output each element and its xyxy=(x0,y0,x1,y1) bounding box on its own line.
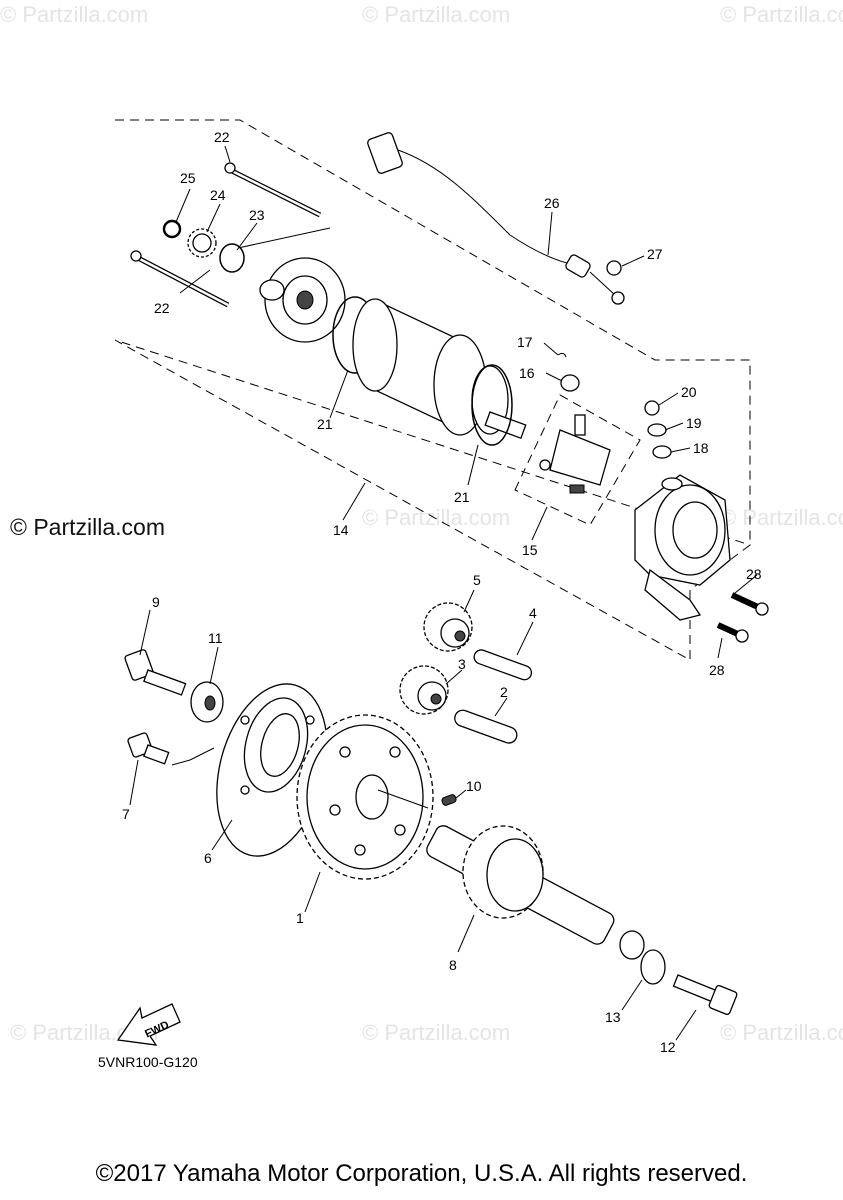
starter-wheel-gear xyxy=(296,714,434,880)
idler-shaft-lower xyxy=(454,709,518,744)
callout-28-lower: 28 xyxy=(709,662,725,678)
circlip xyxy=(162,219,182,239)
idler-gear-lower xyxy=(399,665,449,715)
flat-washer-11 xyxy=(190,681,224,723)
callout-22-lower: 22 xyxy=(154,300,170,316)
starter-lead-wire xyxy=(367,132,625,305)
o-ring-yoke-rear xyxy=(471,364,513,446)
callout-24: 24 xyxy=(210,187,226,203)
callout-21-left: 21 xyxy=(317,416,333,432)
callout-21-right: 21 xyxy=(454,489,470,505)
watermark-bottom-right: © Partzilla.com xyxy=(720,1020,843,1045)
callout-4: 4 xyxy=(529,605,537,621)
o-ring-front xyxy=(219,243,245,273)
callout-2: 2 xyxy=(500,684,508,700)
partzilla-watermark: © Partzilla.com xyxy=(10,514,165,540)
callout-14: 14 xyxy=(333,522,349,538)
idler-gear-upper xyxy=(423,602,473,652)
callout-27: 27 xyxy=(647,246,663,262)
callout-22-upper: 22 xyxy=(214,129,230,145)
callout-3: 3 xyxy=(458,656,466,672)
idler-shaft-upper xyxy=(473,649,533,681)
callout-8: 8 xyxy=(449,957,457,973)
watermark-middle-center: © Partzilla.com xyxy=(362,505,510,530)
callout-7: 7 xyxy=(122,806,130,822)
callout-9: 9 xyxy=(152,594,160,610)
callout-1: 1 xyxy=(296,910,304,926)
brush-holder xyxy=(539,414,611,494)
callout-23: 23 xyxy=(249,207,265,223)
callout-26: 26 xyxy=(544,195,560,211)
callout-20: 20 xyxy=(681,384,697,400)
terminal-nut xyxy=(606,260,622,276)
brush-holder-boundary xyxy=(514,394,641,526)
idler-gear-shaft xyxy=(426,825,645,960)
through-bolt-upper xyxy=(224,162,322,218)
callout-19: 19 xyxy=(686,415,702,431)
callout-12: 12 xyxy=(660,1039,676,1055)
diagram-code: 5VNR100-G120 xyxy=(98,1054,198,1070)
callout-5: 5 xyxy=(473,572,481,588)
watermark-top-left: © Partzilla.com xyxy=(0,2,148,27)
starter-front-cover xyxy=(259,257,346,343)
brush-spring-clip xyxy=(557,352,567,358)
through-bolt-lower xyxy=(130,250,230,308)
mounting-bolt-upper xyxy=(730,592,769,616)
callout-10: 10 xyxy=(466,778,482,794)
leader-lines xyxy=(129,145,758,1041)
callout-6: 6 xyxy=(204,850,212,866)
callout-18: 18 xyxy=(693,440,709,456)
shaft-bolt xyxy=(672,974,738,1015)
watermark-top-center: © Partzilla.com xyxy=(362,2,510,27)
mounting-bolt-lower xyxy=(716,622,749,643)
callout-25: 25 xyxy=(180,170,196,186)
pinion-gear xyxy=(187,228,217,258)
callout-11: 11 xyxy=(208,630,223,646)
callout-labels: 22 25 24 23 22 26 27 17 16 20 19 18 21 2… xyxy=(122,129,762,1055)
callout-13: 13 xyxy=(605,1009,621,1025)
watermark-middle-right: © Partzilla.com xyxy=(720,505,843,530)
callout-28-upper: 28 xyxy=(746,566,762,582)
washer-terminal xyxy=(647,423,667,437)
nut-terminal xyxy=(644,400,660,416)
callout-15: 15 xyxy=(522,542,538,558)
clutch-bolt xyxy=(127,732,170,765)
insulator-washer xyxy=(652,445,672,459)
copyright-notice: ©2017 Yamaha Motor Corporation, U.S.A. A… xyxy=(95,1160,748,1187)
watermark-bottom-center: © Partzilla.com xyxy=(362,1020,510,1045)
starter-yoke xyxy=(352,298,527,439)
watermark-top-right: © Partzilla.com xyxy=(720,2,843,27)
flat-washer-13 xyxy=(640,949,666,985)
woodruff-key xyxy=(441,794,457,806)
callout-16: 16 xyxy=(519,365,535,381)
brush-terminal-cap xyxy=(560,374,580,392)
callout-17: 17 xyxy=(517,334,533,350)
starter-rear-cover xyxy=(634,474,731,621)
flange-bolt xyxy=(124,649,187,696)
